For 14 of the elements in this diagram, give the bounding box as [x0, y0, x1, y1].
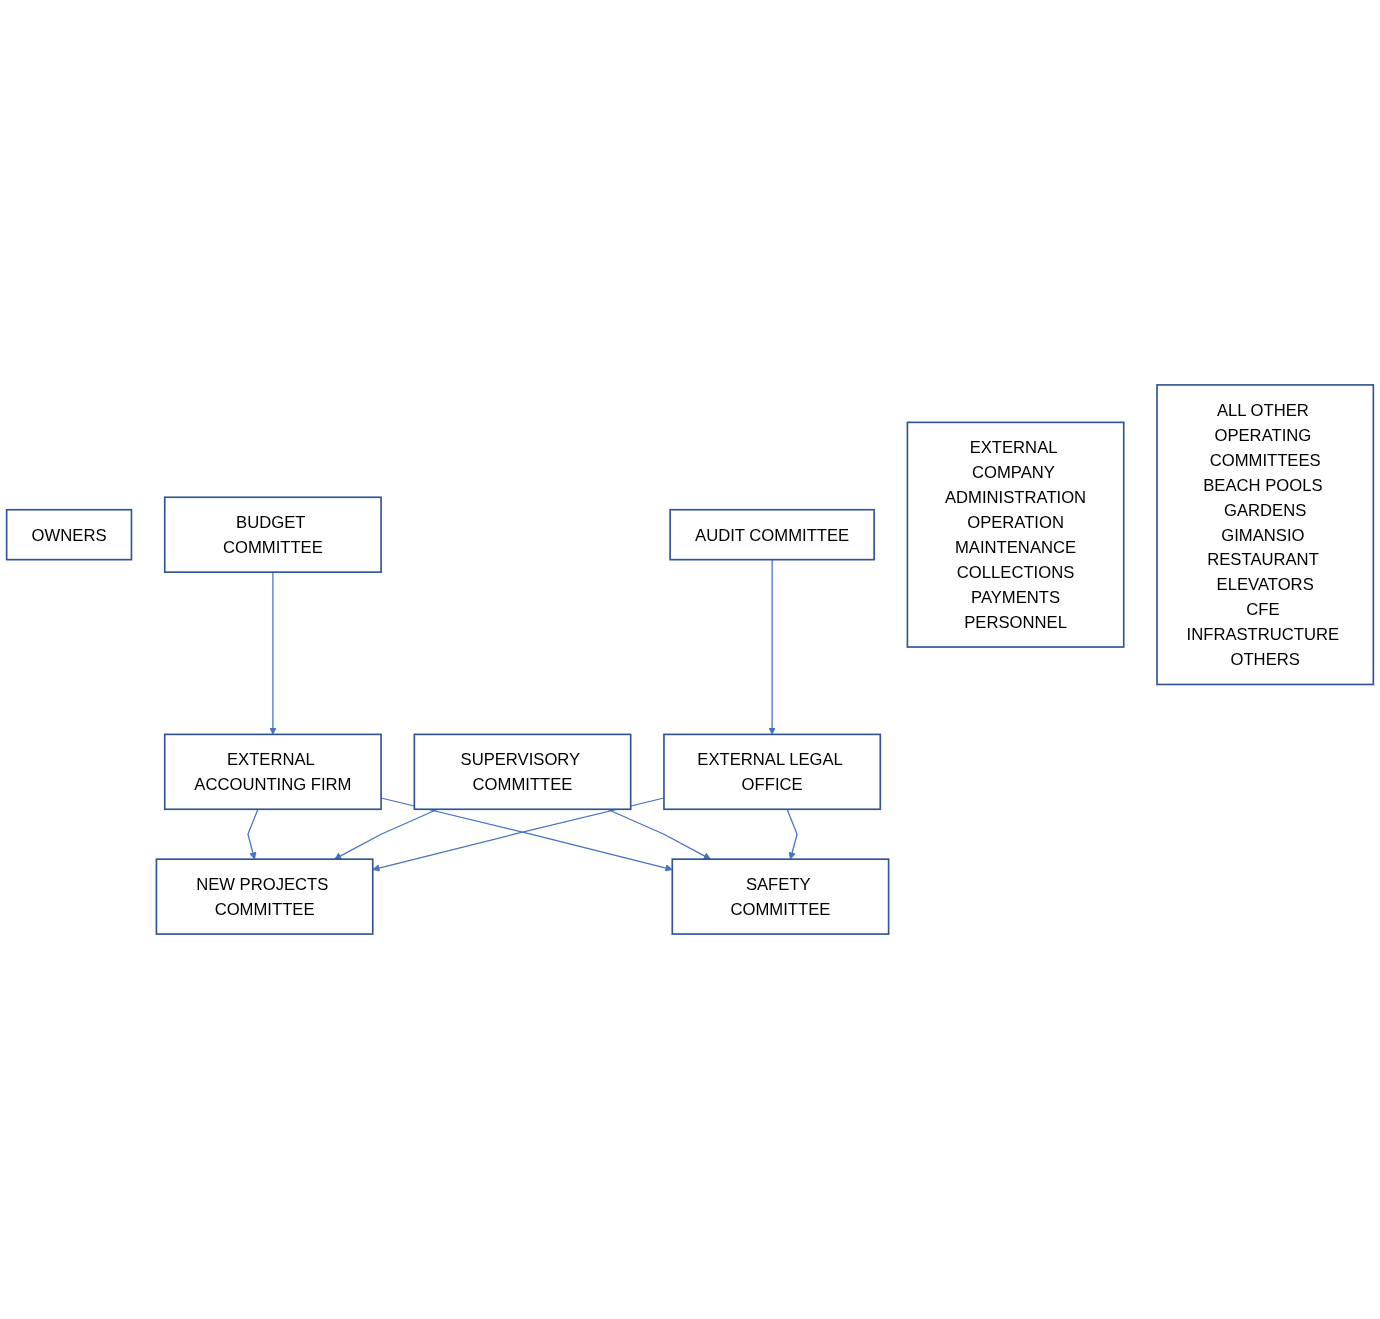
arrow: [786, 808, 798, 860]
node-box: EXTERNAL COMPANY ADMINISTRATION OPERATION MAINTENANCE COLLECTIONS PAYMENTS PERSONNEL: [906, 421, 1125, 648]
node-box: SAFETY COMMITTEE: [671, 858, 890, 935]
node-box: AUDIT COMMITTEE: [669, 508, 875, 561]
node-box: EXTERNAL ACCOUNTING FIRM: [163, 733, 382, 811]
node-box: OWNERS: [5, 508, 133, 561]
arrow: [247, 808, 259, 860]
node-box: BUDGET COMMITTEE: [163, 496, 382, 573]
node-box: NEW PROJECTS COMMITTEE: [155, 858, 374, 935]
arrow: [768, 559, 776, 735]
node-box: SUPERVISORY COMMITTEE: [413, 733, 632, 811]
node-box: EXTERNAL LEGAL OFFICE: [663, 733, 882, 811]
arrow: [269, 571, 277, 735]
node-box: ALL OTHER OPERATING COMMITTEES BEACH POOLS GARDENS GIMANSIO RESTAURANT ELEVATORS CFE INFRASTRUCTURE OTHERS: [1156, 384, 1375, 686]
